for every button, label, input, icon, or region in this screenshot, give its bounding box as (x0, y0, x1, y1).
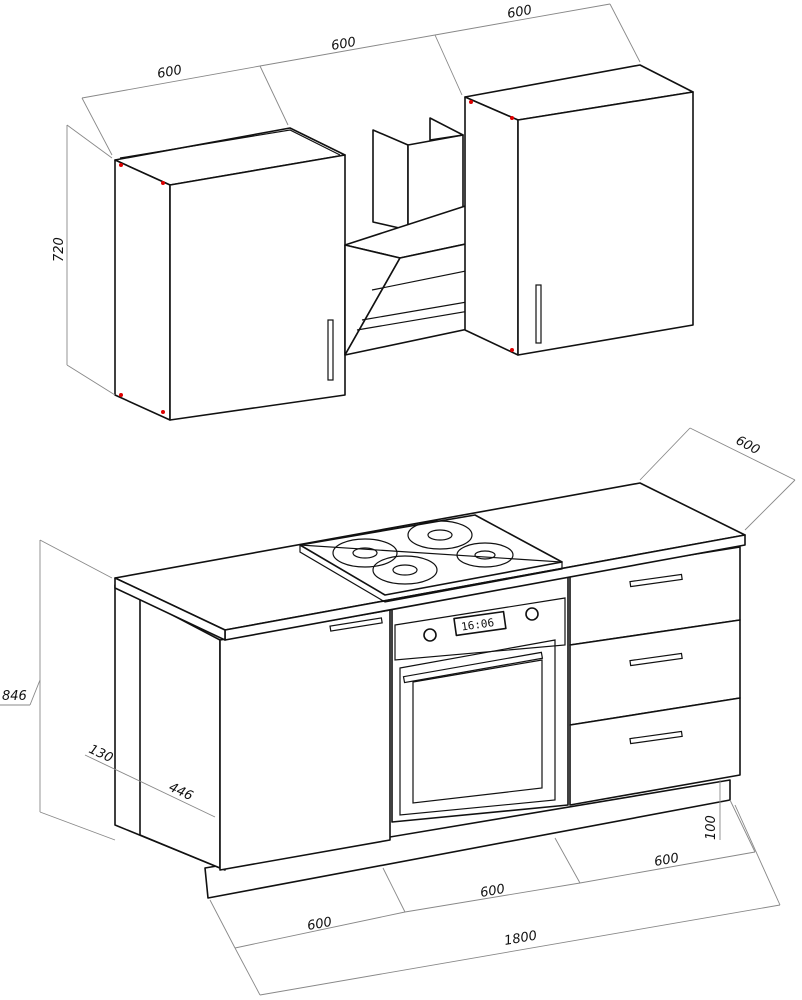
dim-left-width: 600 (306, 915, 333, 934)
dim-upper-left-width: 600 (156, 63, 183, 82)
dim-total-width: 1800 (503, 928, 538, 949)
dim-upper-right-width: 600 (506, 3, 533, 22)
dim-plinth-height: 100 (704, 815, 719, 840)
door-handle (327, 319, 334, 381)
upper-left-cabinet (114, 127, 346, 421)
dimension-labels: 600 600 600 720 600 846 130 446 100 600 … (2, 3, 762, 949)
door-handle (535, 284, 542, 344)
dim-base-height: 846 (2, 689, 27, 704)
upper-right-cabinet (464, 64, 694, 356)
dim-hood-width: 600 (330, 35, 357, 54)
dim-depth: 600 (733, 433, 762, 458)
dim-upper-height: 720 (52, 237, 67, 262)
dim-middle-width: 600 (479, 882, 506, 901)
drawer-bottom[interactable] (569, 697, 741, 806)
base-door (219, 609, 391, 871)
clock-time: 16:06 (460, 616, 495, 633)
oven-knob[interactable] (423, 628, 437, 642)
dim-right-width: 600 (653, 851, 680, 870)
base-units: 16:06 (114, 482, 746, 899)
dimension-lines (0, 3, 796, 996)
door-handle (329, 617, 383, 632)
clock-display (453, 610, 507, 637)
oven-knob[interactable] (525, 607, 539, 621)
